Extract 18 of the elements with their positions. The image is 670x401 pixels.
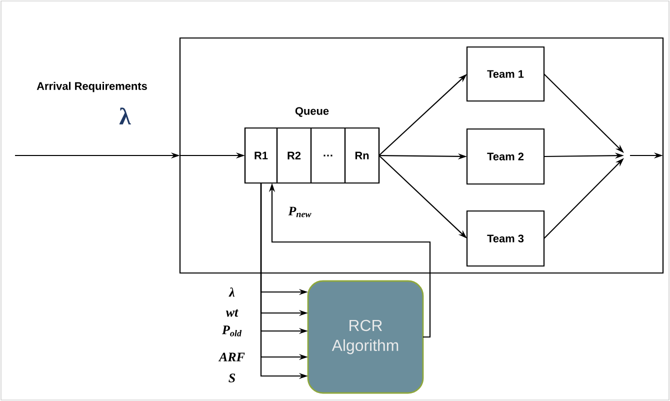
edge-label: λ — [228, 287, 235, 297]
symbol-label: λ — [119, 108, 131, 124]
queue-cell: R2 — [276, 127, 312, 184]
edge-label: P$_{new}$ — [288, 206, 312, 218]
algorithm-box: RCR Algorithm — [307, 280, 424, 394]
edge-label: P$_{old}$ — [222, 326, 242, 336]
queue-cell: Rn — [344, 127, 380, 184]
team-box: Team 3 — [466, 210, 545, 267]
edge-label: ARF — [218, 352, 245, 362]
node-label: Queue — [295, 107, 329, 117]
heading-text: Arrival Requirements — [36, 82, 147, 92]
queue-cell: … — [310, 127, 346, 184]
edge-label: wt — [226, 309, 238, 317]
edge-label: S — [228, 374, 236, 382]
system-box — [179, 37, 664, 274]
team-box: Team 2 — [466, 128, 545, 185]
queue-cell: R1 — [244, 127, 278, 184]
team-box: Team 1 — [466, 46, 545, 102]
